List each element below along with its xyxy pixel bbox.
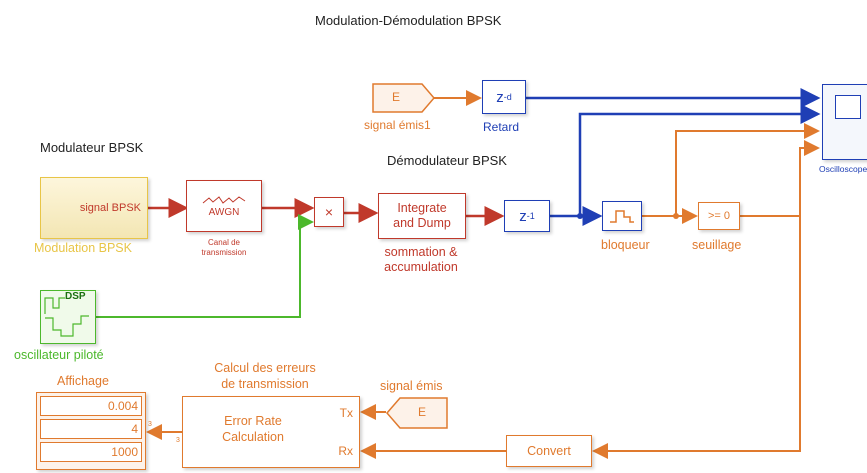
oscilloscope-block[interactable] xyxy=(822,84,867,160)
convert-label: Convert xyxy=(527,444,571,458)
integrate-line1: Integrate xyxy=(397,201,447,215)
noise-icon xyxy=(202,195,246,204)
error-rate-title: Error Rate Calculation xyxy=(183,413,323,445)
retard-exponent: -d xyxy=(503,92,512,102)
modulation-block[interactable]: signal BPSK xyxy=(40,177,148,239)
signal-emis-name: signal émis xyxy=(380,379,443,393)
wire-bloqueur-scope xyxy=(675,123,820,216)
error-rate-name-line2: de transmission xyxy=(221,377,309,391)
wire-seuil-convert xyxy=(592,216,801,459)
awgn-name-line1: Canal de xyxy=(207,238,241,247)
integrate-name-line2: accumulation xyxy=(384,260,458,274)
section-demodulateur: Démodulateur BPSK xyxy=(387,153,507,168)
convert-block[interactable]: Convert xyxy=(506,435,592,467)
z1-exponent: -1 xyxy=(526,211,535,221)
wire-z1-scope xyxy=(578,104,821,216)
oscillateur-label: DSP xyxy=(65,291,86,302)
modulation-port-label: signal BPSK xyxy=(79,202,141,214)
from-e1-name: signal émis1 xyxy=(364,118,431,132)
section-modulateur: Modulateur BPSK xyxy=(40,140,144,155)
dsp-sine-icon xyxy=(44,297,89,337)
error-rate-port-tx: Tx xyxy=(339,406,353,420)
seuillage-name: seuillage xyxy=(692,238,742,252)
modulation-name: Modulation BPSK xyxy=(34,241,132,255)
product-block[interactable]: × xyxy=(314,197,344,227)
retard-block[interactable]: z-d xyxy=(482,80,526,114)
diagram-title: Modulation-Démodulation BPSK xyxy=(315,13,502,28)
affichage-value-1: 0.004 xyxy=(40,396,142,416)
awgn-name: Canal de transmission xyxy=(180,238,268,258)
affichage-in-port: 3 xyxy=(148,421,152,428)
error-rate-line2: Calculation xyxy=(222,430,284,444)
scope-screen-icon xyxy=(835,95,861,119)
retard-name: Retard xyxy=(483,120,520,134)
seuillage-block[interactable]: >= 0 xyxy=(698,202,740,230)
integrate-line2: and Dump xyxy=(393,216,451,230)
product-symbol: × xyxy=(324,204,334,220)
bloqueur-block[interactable] xyxy=(602,201,642,231)
integrate-name-line1: sommation & xyxy=(384,245,458,259)
seuillage-label: >= 0 xyxy=(707,210,731,222)
affichage-name: Affichage xyxy=(57,374,109,388)
error-rate-name: Calcul des erreurs de transmission xyxy=(190,360,340,392)
integrate-name: sommation & accumulation xyxy=(366,245,476,275)
error-rate-out-port: 3 xyxy=(176,437,180,444)
error-rate-name-line1: Calcul des erreurs xyxy=(214,361,316,375)
wire-osc-product xyxy=(96,214,314,318)
oscillateur-name: oscillateur piloté xyxy=(14,348,104,362)
from-e1-block[interactable] xyxy=(372,83,436,113)
z1-symbol: z xyxy=(519,207,527,225)
oscilloscope-name: Oscilloscope xyxy=(819,164,867,174)
affichage-value-3: 1000 xyxy=(40,442,142,462)
bloqueur-name: bloqueur xyxy=(601,238,650,252)
signal-emis-label: E xyxy=(418,405,427,419)
error-rate-block[interactable]: Error Rate Calculation Tx Rx xyxy=(182,396,360,468)
awgn-name-line2: transmission xyxy=(201,248,247,257)
wire-seuil-scope xyxy=(740,140,820,217)
affichage-value-2: 4 xyxy=(40,419,142,439)
awgn-block[interactable]: AWGN xyxy=(186,180,262,232)
integrate-dump-block[interactable]: Integrate and Dump xyxy=(378,193,466,239)
oscillateur-block[interactable]: DSP xyxy=(40,290,96,344)
error-rate-line1: Error Rate xyxy=(224,414,282,428)
error-rate-port-rx: Rx xyxy=(338,444,353,458)
awgn-label: AWGN xyxy=(208,206,240,218)
retard-symbol: z xyxy=(496,88,504,106)
affichage-block[interactable]: 0.004 4 1000 xyxy=(36,392,146,470)
zero-order-hold-icon xyxy=(610,210,634,223)
signal-emis-block[interactable] xyxy=(386,397,448,429)
from-e1-label: E xyxy=(392,90,401,104)
unit-delay-block[interactable]: z-1 xyxy=(504,200,550,232)
